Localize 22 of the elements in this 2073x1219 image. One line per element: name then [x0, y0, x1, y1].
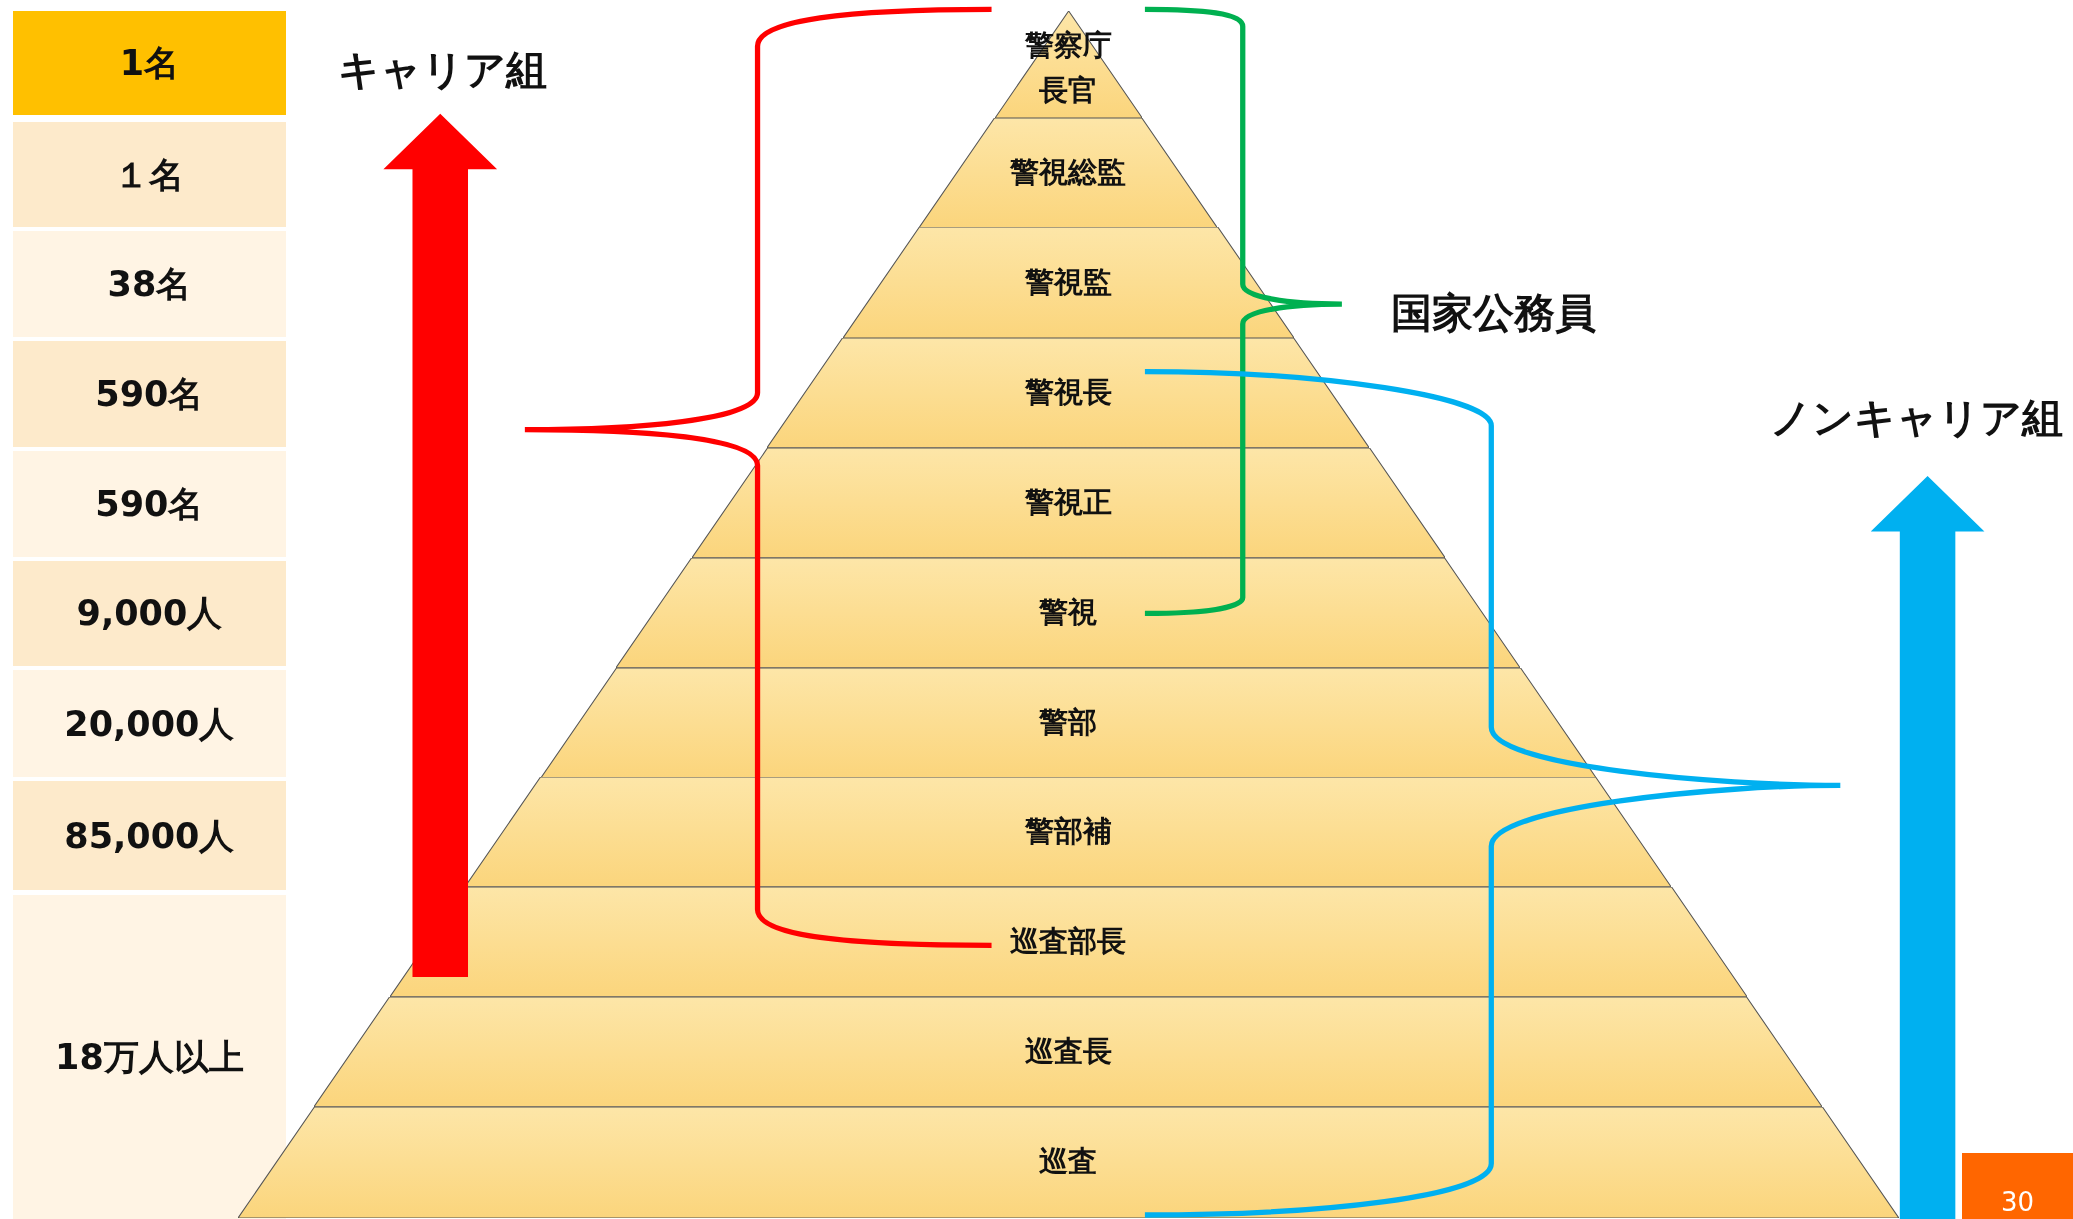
- count-cell: 38名: [13, 231, 286, 338]
- count-cell: 18万人以上: [13, 895, 286, 1219]
- pyramid-tier: 巡査: [237, 1106, 1899, 1218]
- heading-label: キャリア組: [338, 44, 548, 96]
- count-cell: １名: [13, 121, 286, 228]
- pyramid-tier: 巡査長: [314, 996, 1823, 1107]
- count-cell: 85,000人: [13, 781, 286, 890]
- page-number: 30: [1961, 1152, 2073, 1219]
- count-cell: 590名: [13, 341, 286, 447]
- pyramid-tier: 警視: [616, 557, 1521, 668]
- count-cell: 9,000人: [13, 560, 286, 667]
- pyramid-tier: 警視長: [767, 338, 1370, 449]
- count-cell: 20,000人: [13, 670, 286, 778]
- heading-label: ノンキャリア組: [1770, 392, 2064, 444]
- count-cell: 1名: [13, 10, 286, 115]
- pyramid-tier: 警部補: [465, 777, 1672, 888]
- pyramid-tier: 巡査部長: [389, 887, 1747, 997]
- heading-label: 国家公務員: [1390, 287, 1596, 339]
- count-cell: 590名: [13, 450, 286, 557]
- pyramid-tier: 警視監: [842, 227, 1294, 339]
- pyramid-tier: 警部: [540, 667, 1596, 778]
- pyramid-tier: 警視正: [691, 448, 1445, 558]
